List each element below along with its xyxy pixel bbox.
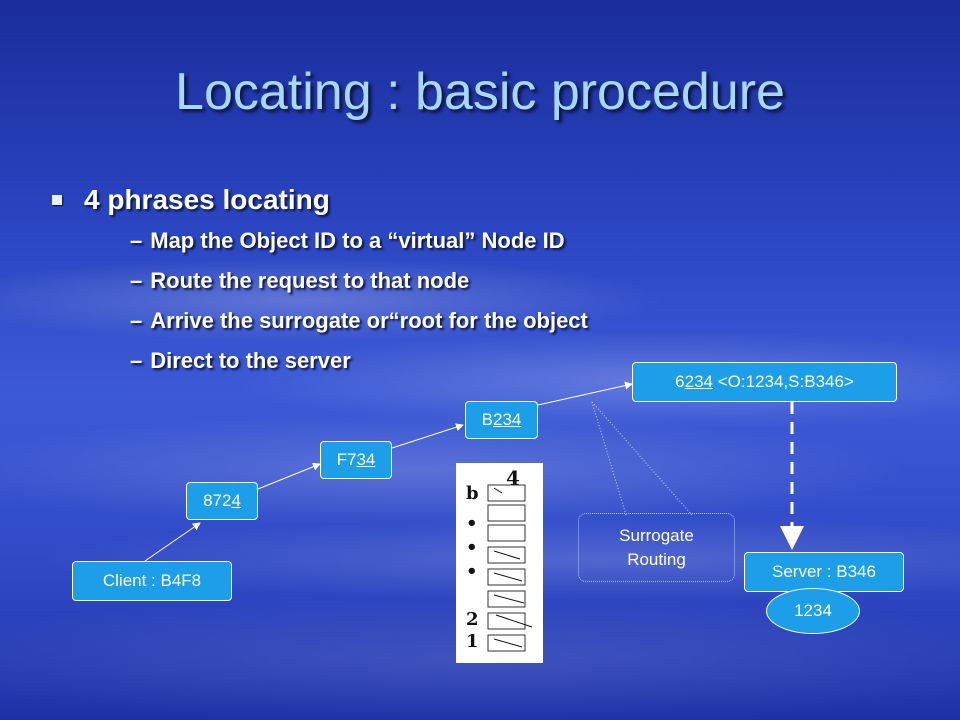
client-node: Client : B4F8 <box>72 561 232 601</box>
node-text: F7 <box>336 450 357 469</box>
sub-bullet-2: –Route the request to that node <box>130 268 588 296</box>
surrogate-pointer-a <box>591 401 627 516</box>
dash-icon: – <box>130 348 143 373</box>
arrow-b234-6234 <box>537 381 633 406</box>
dash-icon: – <box>130 308 143 333</box>
node-text: 6 <box>675 372 685 391</box>
surrogate-pointer-b <box>591 401 693 516</box>
surrogate-line-1: Surrogate <box>619 525 694 545</box>
slide-title: Locating : basic procedure <box>175 63 785 121</box>
object-pointer-text: <O:1234,S:B346> <box>713 372 854 391</box>
routing-row-label: 1 <box>466 631 479 652</box>
bullet-main-text: 4 phrases locating <box>84 184 330 215</box>
routing-row-label: • <box>466 537 478 558</box>
sub-bullet-1: –Map the Object ID to a “virtual” Node I… <box>130 228 588 256</box>
object-oval: 1234 <box>766 588 860 634</box>
sub-bullet-3: –Arrive the surrogate or“root for the ob… <box>130 308 588 336</box>
sub-bullet-text: Arrive the surrogate or“root for the obj… <box>150 308 588 333</box>
arrow-client-8724 <box>144 522 201 562</box>
arrow-f734-b234 <box>391 423 464 449</box>
dash-icon: – <box>130 268 143 293</box>
routing-table-drawing: 4 b • • • 2 1 <box>466 466 533 652</box>
sub-bullet-text: Map the Object ID to a “virtual” Node ID <box>150 228 565 253</box>
bullet-list: 4 phrases locating –Map the Object ID to… <box>52 184 588 376</box>
bullet-main: 4 phrases locating <box>52 184 588 216</box>
routing-row-label: b <box>466 483 479 504</box>
node-matched-digits: 34 <box>356 450 376 469</box>
dash-icon: – <box>130 228 143 253</box>
routing-row-label: • <box>466 561 478 582</box>
square-bullet-icon <box>52 195 62 205</box>
sub-bullet-4: –Direct to the server <box>130 348 588 376</box>
node-matched-digits: 4 <box>231 491 241 510</box>
surrogate-line-2: Routing <box>627 549 686 569</box>
node-matched-digits: 234 <box>684 372 713 391</box>
routing-table-image: 4 b • • • 2 1 <box>456 463 543 663</box>
surrogate-routing-label: Surrogate Routing <box>578 513 735 582</box>
node-matched-digits: 234 <box>492 410 522 429</box>
arrow-8724-f734 <box>257 462 321 490</box>
sub-bullet-text: Route the request to that node <box>150 268 470 293</box>
sub-bullet-text: Direct to the server <box>150 348 351 373</box>
node-text: B <box>481 410 493 429</box>
routing-table-top-digit: 4 <box>506 466 520 490</box>
node-text: 872 <box>203 491 232 510</box>
routing-row-label: 2 <box>466 609 479 630</box>
server-node: Server : B346 <box>744 552 904 592</box>
routing-row-label: • <box>466 513 478 534</box>
